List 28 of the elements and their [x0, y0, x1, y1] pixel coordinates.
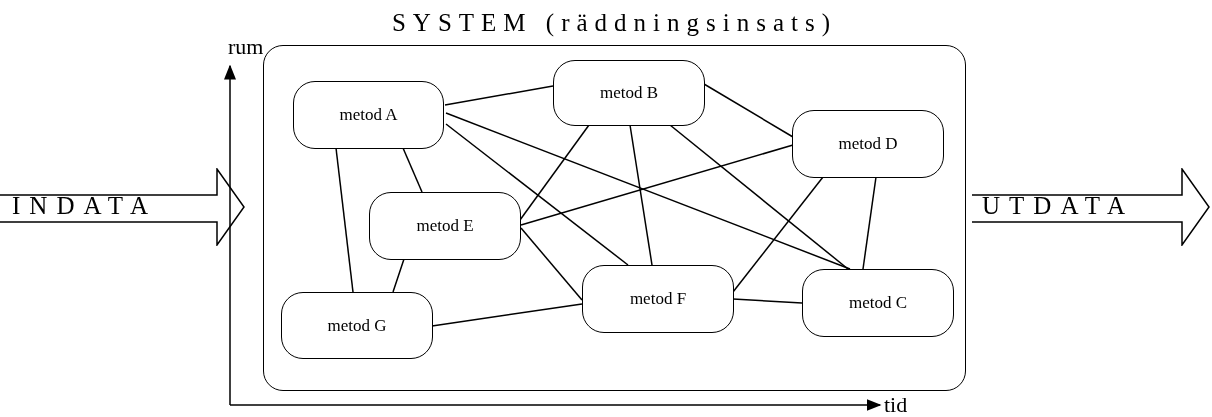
connector-line	[519, 124, 590, 221]
method-box: metod A	[293, 81, 444, 149]
connector-line	[732, 176, 824, 293]
arrow-label: INDATA	[12, 192, 158, 220]
arrow-label: UTDATA	[982, 192, 1134, 220]
method-box: metod F	[582, 265, 734, 333]
method-box: metod C	[802, 269, 954, 337]
connector-line	[703, 83, 794, 138]
connector-line	[669, 124, 849, 270]
method-box: metod D	[792, 110, 944, 178]
connector-line	[862, 176, 877, 270]
method-box: metod B	[553, 60, 705, 126]
connector-line	[445, 112, 851, 270]
axis-label: rum	[228, 35, 264, 59]
connector-line	[392, 258, 405, 293]
connector-line	[402, 147, 423, 193]
method-box: metod G	[281, 292, 433, 359]
connector-line	[629, 124, 653, 266]
connector-line	[431, 303, 583, 327]
connector-line	[335, 147, 354, 293]
axis-label: tid	[884, 393, 908, 417]
connector-line	[444, 85, 554, 106]
connector-line	[520, 144, 794, 226]
method-box: metod E	[369, 192, 521, 260]
connector-line	[445, 123, 629, 266]
connector-line	[732, 298, 803, 304]
connector-line	[520, 227, 583, 301]
group-title: SYSTEM (räddningsinsats)	[390, 8, 839, 38]
